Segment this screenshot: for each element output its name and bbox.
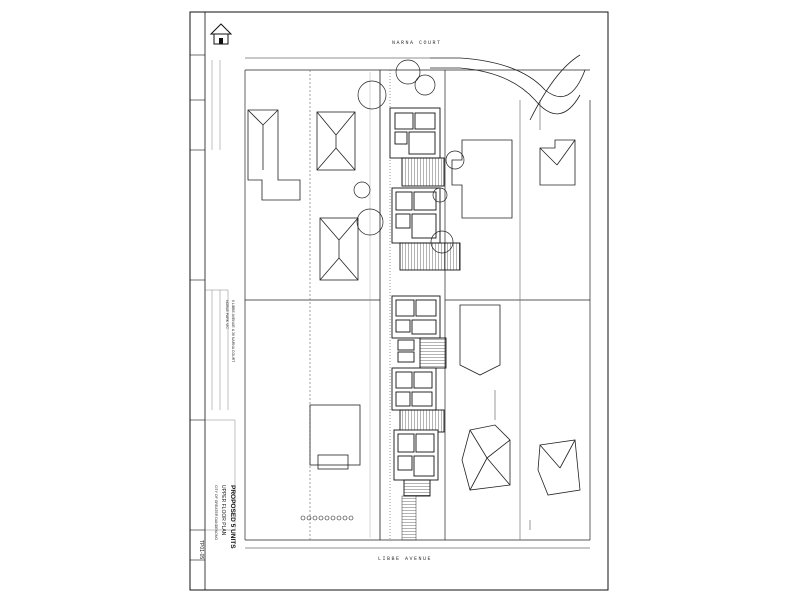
unit-4 — [391, 367, 445, 433]
neighbour-house-8 — [461, 424, 511, 491]
neighbour-house-9 — [537, 439, 581, 496]
unit-1 — [389, 107, 445, 187]
unit-3 — [391, 295, 447, 369]
council-name: CITY OF GREATER DANDENONG — [214, 485, 218, 540]
drawing-subtitle: UPPER FLOOR PLAN — [220, 485, 226, 536]
neighbour-house-6 — [539, 139, 576, 186]
neighbour-house-3 — [319, 217, 359, 281]
neighbour-house-7 — [459, 304, 501, 376]
trees — [353, 59, 465, 254]
neighbour-house-4 — [309, 404, 361, 470]
house-logo-icon — [209, 23, 233, 45]
street-north: NARNA COURT — [392, 40, 442, 46]
site-suburb: NOBLE PARK VIC — [225, 300, 229, 329]
driveway — [379, 70, 417, 541]
neighbour-house-2 — [316, 111, 356, 171]
title-block — [190, 12, 236, 590]
boundary-ticks — [494, 100, 541, 530]
unit-2 — [391, 187, 461, 271]
site-address: 6 LIBBE AVENUE & 36 NARNA COURT — [231, 300, 235, 363]
sheet-border — [189, 11, 609, 591]
neighbour-house-1 — [247, 109, 301, 201]
street-south: LIBBE AVENUE — [378, 556, 432, 562]
drawing-number: TP01-05 — [198, 540, 204, 559]
fence-dots — [300, 515, 354, 521]
neighbour-house-5 — [451, 139, 513, 219]
court-road-curve — [430, 54, 586, 121]
drawing-title: PROPOSED 5 UNITS — [229, 485, 236, 549]
unit-5 — [393, 429, 439, 497]
